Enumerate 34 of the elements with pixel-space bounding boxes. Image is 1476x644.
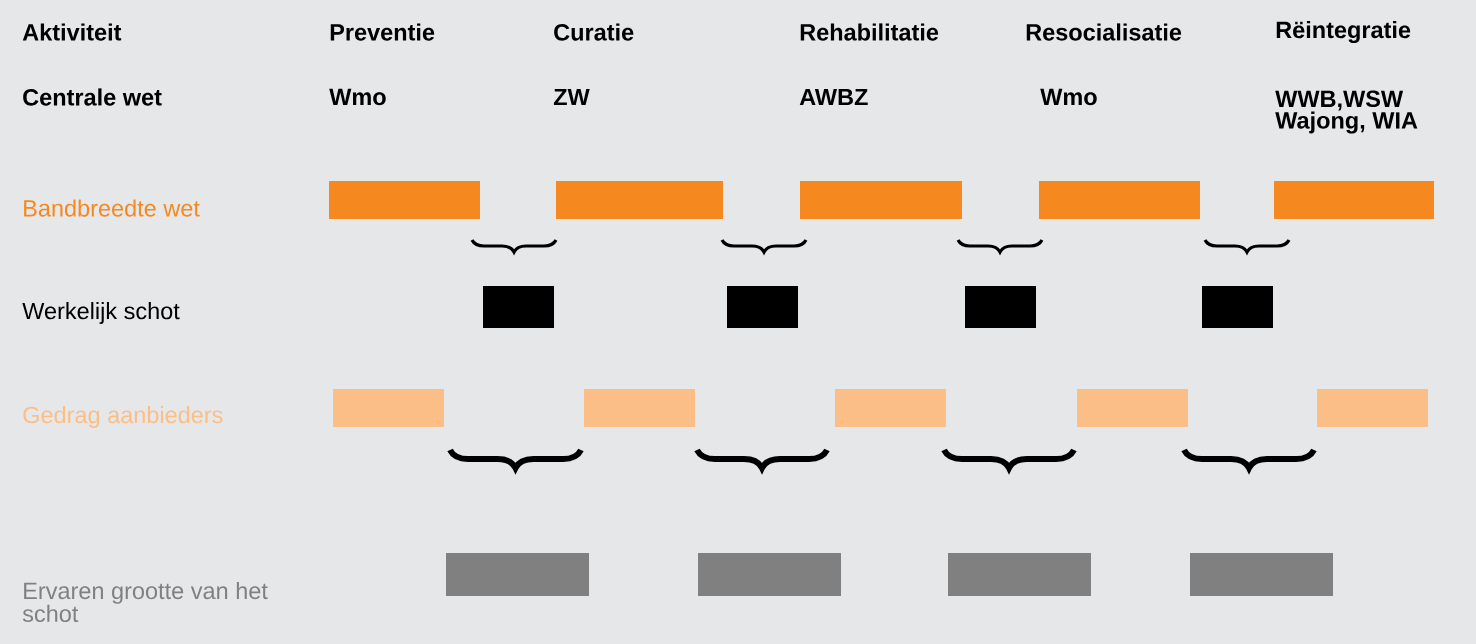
label: Curatie (554, 23, 634, 41)
label: Bandbreedte wet (24, 199, 200, 217)
label: Preventie (330, 23, 435, 41)
label: AWBZ (799, 88, 868, 106)
label: Werkelijk schot (22, 302, 180, 324)
label: Centrale wet (23, 88, 162, 106)
label: Wmo (1040, 88, 1097, 106)
bar (698, 553, 841, 596)
bar (948, 553, 1091, 596)
bar (1274, 181, 1434, 219)
bar (965, 286, 1036, 328)
label: ZW (553, 88, 590, 106)
label: Rehabilitatie (800, 23, 939, 41)
bar (1317, 389, 1428, 427)
bar (1190, 553, 1333, 596)
bar (727, 286, 798, 328)
bar (1039, 181, 1200, 219)
bar (333, 389, 444, 427)
label: Ervaren grootte van het schot (22, 581, 268, 623)
label: Resocialisatie (1026, 23, 1182, 41)
bar (800, 181, 962, 219)
label: Rëintegratie (1276, 21, 1411, 43)
label: Gedrag aanbieders (23, 406, 223, 428)
label: Wmo (329, 88, 386, 106)
bar (329, 181, 480, 219)
bar (584, 389, 695, 427)
bar (835, 389, 946, 427)
bar (483, 286, 554, 328)
bar (1202, 286, 1273, 328)
bar (556, 181, 723, 219)
label: Aktiviteit (22, 23, 122, 41)
bar (446, 553, 589, 596)
bar (1077, 389, 1188, 427)
label: WWB,WSW Wajong, WIA (1275, 90, 1418, 134)
